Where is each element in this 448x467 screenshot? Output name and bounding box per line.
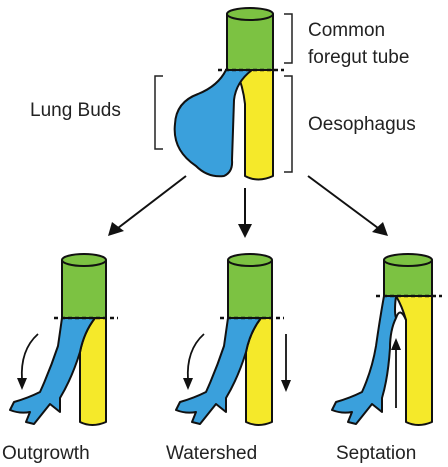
arrow-head-outgrowth — [108, 222, 124, 236]
septation-panel: Septation — [331, 253, 442, 464]
oesophagus-bracket — [284, 75, 293, 173]
watershed-motion-arrowhead-left — [183, 378, 193, 390]
common-foregut-tube-top — [226, 7, 274, 21]
arrow-to-outgrowth — [117, 175, 187, 229]
watershed-foregut-top — [227, 253, 273, 267]
watershed-panel: Watershed — [166, 253, 291, 464]
outgrowth-foregut-top — [61, 253, 107, 267]
outgrowth-panel: Outgrowth — [2, 253, 118, 464]
watershed-motion-arrow-left — [186, 333, 205, 381]
outgrowth-motion-arrow — [20, 333, 39, 381]
label-foregut-tube: foregut tube — [308, 47, 409, 68]
label-oesophagus: Oesophagus — [308, 114, 416, 135]
diverging-arrows — [108, 175, 388, 238]
oesophagus-shape — [235, 69, 274, 181]
label-watershed: Watershed — [166, 443, 257, 464]
watershed-lung-shape — [175, 317, 262, 425]
septation-motion-arrowhead — [391, 338, 401, 350]
arrow-head-watershed — [238, 224, 252, 238]
common-foregut-bracket — [284, 13, 293, 64]
septation-foregut-top — [383, 253, 433, 267]
septation-lung-shape — [331, 295, 397, 425]
lung-buds-shape — [173, 69, 253, 178]
outgrowth-motion-arrowhead — [17, 378, 27, 390]
label-common: Common — [308, 20, 385, 41]
label-outgrowth: Outgrowth — [2, 443, 90, 464]
lung-buds-bracket — [154, 75, 163, 150]
septation-oesophagus-shape — [395, 295, 433, 426]
label-septation: Septation — [336, 443, 416, 464]
top-schematic: Common foregut tube Lung Buds Oesophagus — [30, 7, 416, 181]
label-lung-buds: Lung Buds — [30, 100, 121, 121]
septation-septum-gap — [395, 311, 407, 321]
watershed-motion-arrowhead-right — [281, 380, 291, 392]
outgrowth-lung-shape — [9, 317, 96, 425]
arrow-to-septation — [307, 175, 379, 229]
arrow-head-septation — [372, 222, 388, 236]
